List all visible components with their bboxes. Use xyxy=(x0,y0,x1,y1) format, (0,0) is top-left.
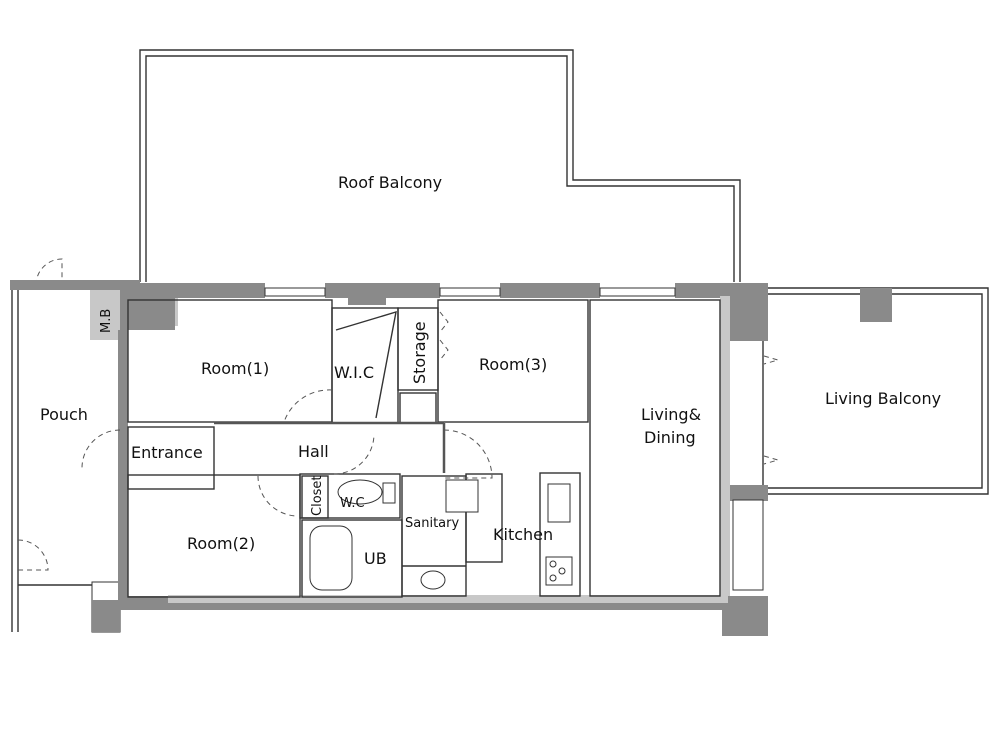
label-kitchen: Kitchen xyxy=(493,525,553,544)
toilet-icon xyxy=(337,479,383,505)
door-swings xyxy=(81,311,780,517)
label-pouch: Pouch xyxy=(40,405,88,424)
label-roof-balcony: Roof Balcony xyxy=(338,173,442,192)
stove-icon xyxy=(545,556,573,586)
label-living-1: Living& xyxy=(641,405,701,424)
label-entrance: Entrance xyxy=(131,443,203,462)
label-storage: Storage xyxy=(410,321,429,384)
label-sanitary: Sanitary xyxy=(405,516,459,531)
label-wc: W.C xyxy=(340,496,365,511)
label-ub: UB xyxy=(364,549,387,568)
living-balcony-outline xyxy=(768,287,989,495)
label-room1: Room(1) xyxy=(201,359,269,378)
exterior-walls xyxy=(10,280,768,636)
fixtures xyxy=(309,479,573,591)
label-closet: Closet xyxy=(310,475,325,516)
label-mb: M.B xyxy=(99,309,114,333)
windows xyxy=(264,287,764,591)
label-living-balcony: Living Balcony xyxy=(825,389,941,408)
roof-balcony-outline xyxy=(139,49,741,282)
washing-machine-icon xyxy=(445,479,479,513)
label-living-2: Dining xyxy=(644,428,696,447)
bathtub-icon xyxy=(309,525,353,591)
label-room3: Room(3) xyxy=(479,355,547,374)
sink-icon xyxy=(547,483,571,523)
interior-walls xyxy=(127,299,721,598)
label-hall: Hall xyxy=(298,442,329,461)
washbasin-icon xyxy=(420,570,446,590)
label-wic: W.I.C xyxy=(334,363,374,382)
label-room2: Room(2) xyxy=(187,534,255,553)
